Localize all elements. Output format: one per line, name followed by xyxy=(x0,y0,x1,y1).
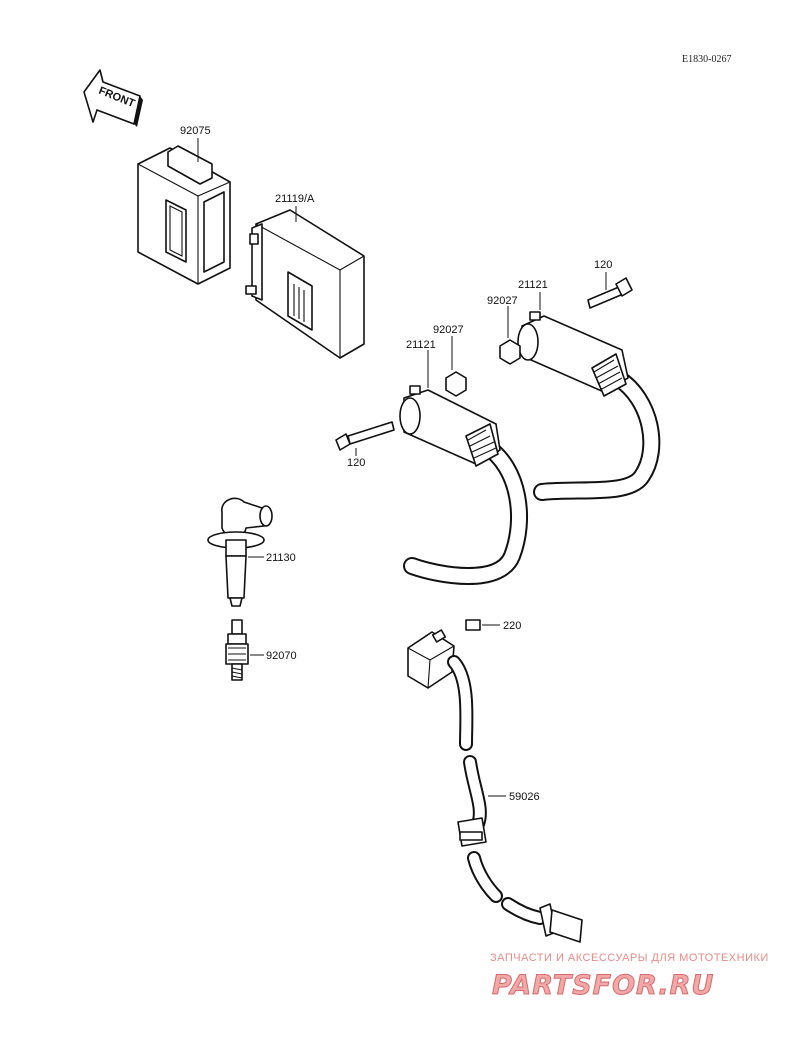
pickup-coil: 220 xyxy=(407,619,521,689)
ignition-coil-a: 21121 xyxy=(399,339,529,585)
plug-cap-21130: 21130 xyxy=(207,497,296,607)
spark-plug-92070: 92070 xyxy=(225,619,297,681)
part-label-59026: 59026 xyxy=(509,791,540,803)
bracket-92075: 92075 xyxy=(137,125,231,285)
front-arrow-icon: FRONT xyxy=(83,69,143,127)
watermark: ЗАПЧАСТИ И АКСЕССУАРЫ ДЛЯ МОТОТЕХНИКИ PA… xyxy=(490,952,769,1002)
diagram-code: E1830-0267 xyxy=(682,54,731,65)
part-label-120-a: 120 xyxy=(347,457,365,469)
part-label-92070: 92070 xyxy=(266,650,297,662)
watermark-brand: PARTSFOR.RU xyxy=(492,970,714,1001)
watermark-tagline: ЗАПЧАСТИ И АКСЕССУАРЫ ДЛЯ МОТОТЕХНИКИ xyxy=(490,952,769,964)
part-label-220: 220 xyxy=(503,620,521,632)
igniter-21119: 21119/A xyxy=(245,193,365,359)
bolt-120-a: 120 xyxy=(335,421,395,469)
part-label-92075: 92075 xyxy=(180,125,211,137)
nut-92027-b: 92027 xyxy=(487,295,521,365)
part-label-92027-a: 92027 xyxy=(433,324,464,336)
ignition-coil-b: 21121 xyxy=(517,279,661,501)
part-label-21119: 21119/A xyxy=(275,193,315,205)
part-label-21121-a: 21121 xyxy=(406,339,436,351)
bolt-120-b: 120 xyxy=(587,259,633,309)
part-label-92027-b: 92027 xyxy=(487,295,518,307)
harness-59026: 59026 xyxy=(447,655,583,943)
part-label-21121-b: 21121 xyxy=(518,279,548,291)
part-label-120-b: 120 xyxy=(594,259,612,271)
nut-92027-a: 92027 xyxy=(433,324,467,397)
part-label-21130: 21130 xyxy=(266,552,296,564)
